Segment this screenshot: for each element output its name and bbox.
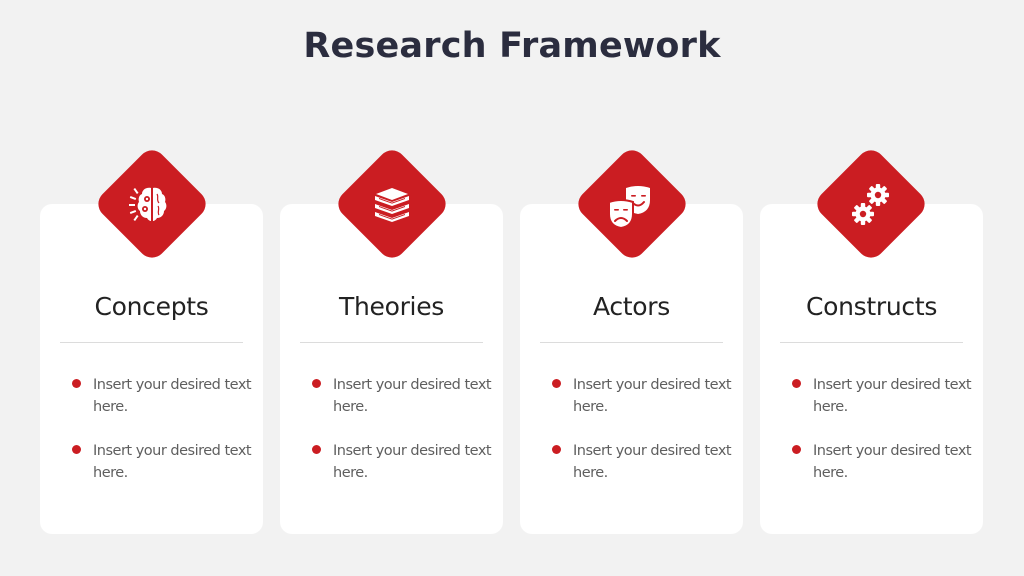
bullet-list: Insert your desired text here. Insert yo…: [312, 374, 492, 506]
card-title: Constructs: [805, 292, 938, 321]
bullet-dot-icon: [312, 379, 321, 388]
bullet-text: Insert your desired text here.: [573, 443, 732, 481]
bullet-list: Insert your desired text here. Insert yo…: [792, 374, 972, 506]
card-concepts: Concepts Insert your desired text here. …: [40, 204, 263, 534]
theater-masks-icon: [572, 144, 692, 264]
card-title: Theories: [338, 292, 445, 321]
bullet-item: Insert your desired text here.: [72, 440, 252, 484]
bullet-item: Insert your desired text here.: [312, 440, 492, 484]
bullet-text: Insert your desired text here.: [93, 377, 252, 415]
bullet-dot-icon: [312, 445, 321, 454]
bullet-item: Insert your desired text here.: [72, 374, 252, 418]
diamond-badge-theories: [332, 144, 452, 264]
divider: [780, 342, 963, 343]
card-title: Concepts: [94, 292, 209, 321]
bullet-list: Insert your desired text here. Insert yo…: [72, 374, 252, 506]
diamond-badge-concepts: [92, 144, 212, 264]
bullet-text: Insert your desired text here.: [93, 443, 252, 481]
bullet-text: Insert your desired text here.: [333, 443, 492, 481]
bullet-list: Insert your desired text here. Insert yo…: [552, 374, 732, 506]
bullet-text: Insert your desired text here.: [813, 377, 972, 415]
card-constructs: Constructs Insert your desired text here…: [760, 204, 983, 534]
bullet-item: Insert your desired text here.: [552, 374, 732, 418]
diamond-badge-constructs: [811, 144, 931, 264]
divider: [540, 342, 723, 343]
divider: [300, 342, 483, 343]
bullet-text: Insert your desired text here.: [573, 377, 732, 415]
bullet-item: Insert your desired text here.: [312, 374, 492, 418]
bullet-item: Insert your desired text here.: [792, 374, 972, 418]
bullet-text: Insert your desired text here.: [813, 443, 972, 481]
bullet-dot-icon: [792, 445, 801, 454]
bullet-dot-icon: [792, 379, 801, 388]
card-actors: Actors Insert your desired text here. In…: [520, 204, 743, 534]
bullet-item: Insert your desired text here.: [792, 440, 972, 484]
bullet-dot-icon: [552, 379, 561, 388]
bullet-dot-icon: [72, 445, 81, 454]
bullet-dot-icon: [552, 445, 561, 454]
bullet-dot-icon: [72, 379, 81, 388]
diamond-badge-actors: [572, 144, 692, 264]
bullet-text: Insert your desired text here.: [333, 377, 492, 415]
divider: [60, 342, 243, 343]
card-title: Actors: [592, 292, 670, 321]
book-stack-icon: [332, 144, 452, 264]
gears-icon: [811, 144, 931, 264]
brain-gears-icon: [92, 144, 212, 264]
slide-title: Research Framework: [303, 26, 721, 66]
card-theories: Theories Insert your desired text here. …: [280, 204, 503, 534]
bullet-item: Insert your desired text here.: [552, 440, 732, 484]
